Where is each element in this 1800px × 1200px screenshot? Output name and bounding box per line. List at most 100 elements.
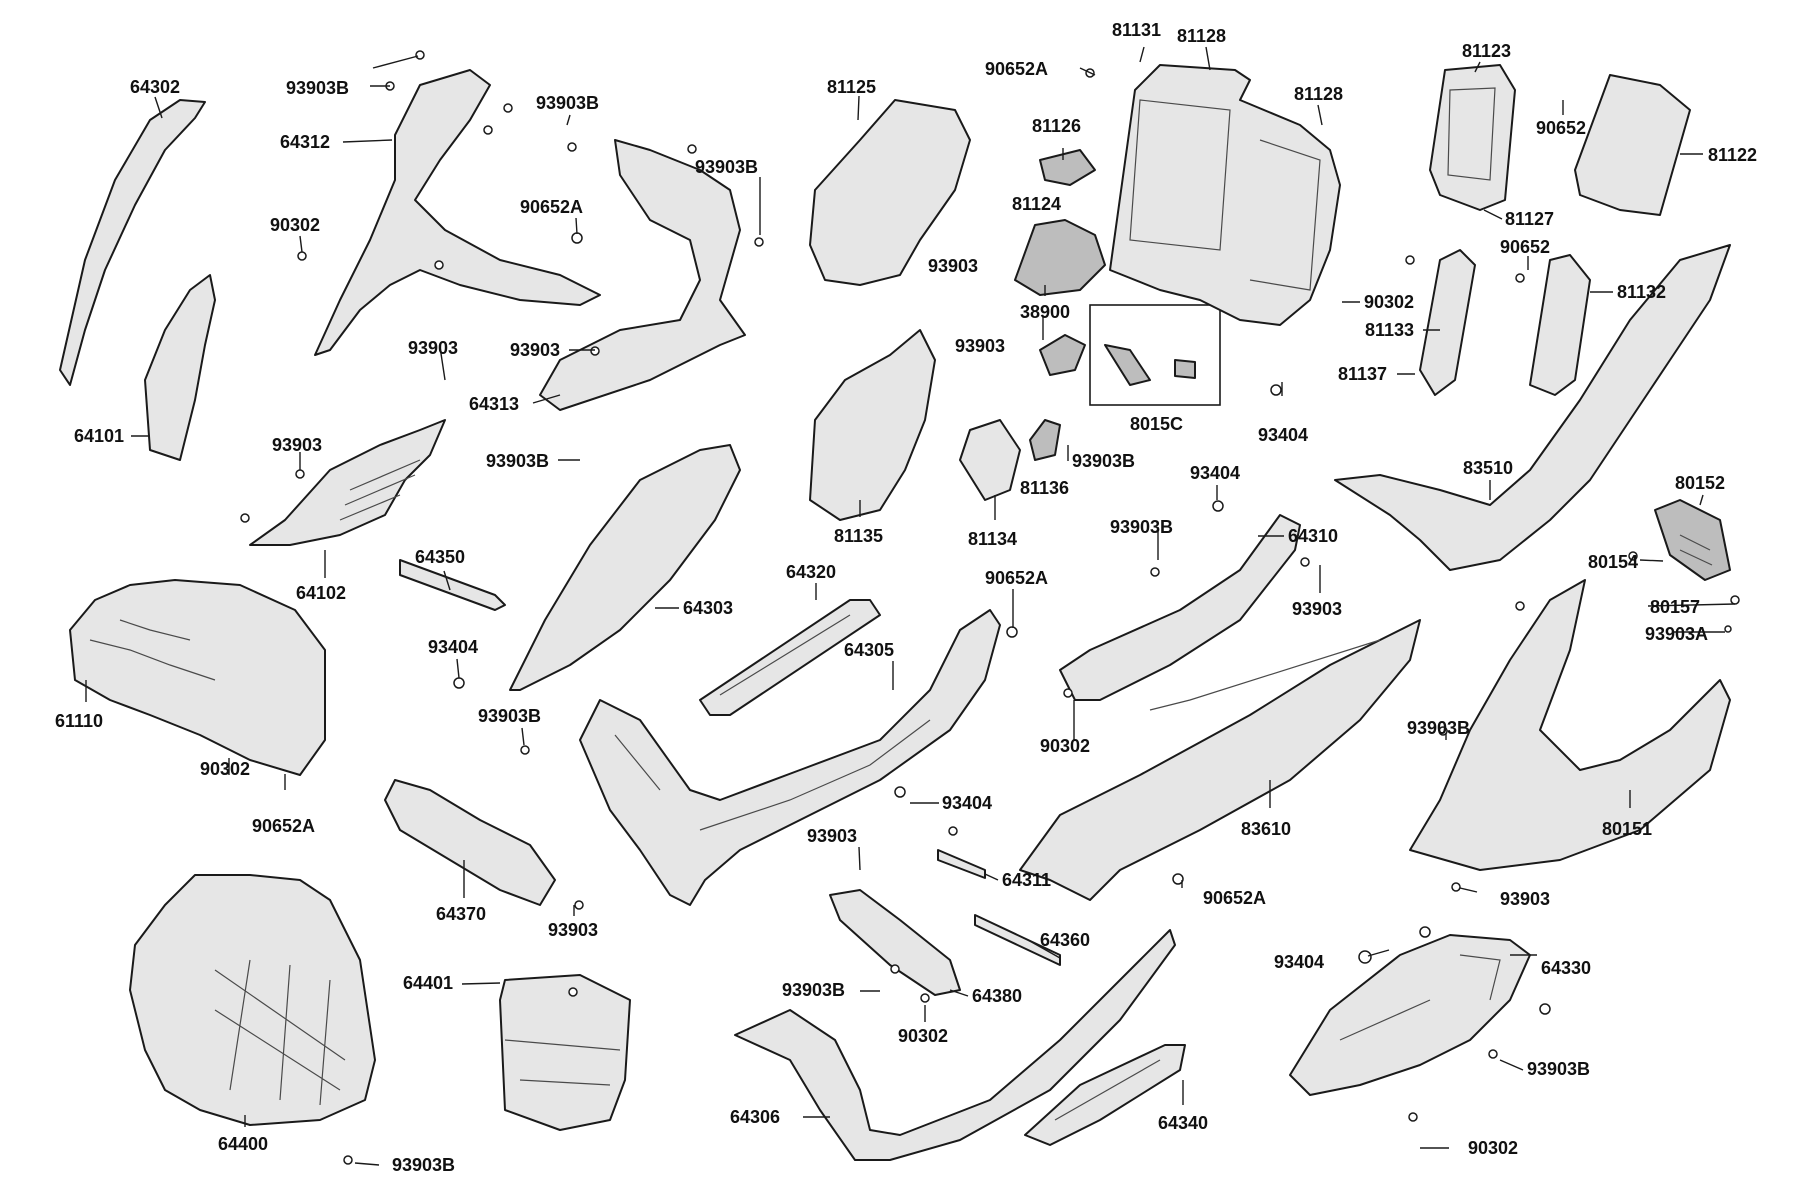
fastener <box>1724 625 1732 633</box>
part-label-93903[interactable]: 93903 <box>408 338 458 358</box>
part-label-64370[interactable]: 64370 <box>436 904 486 924</box>
fastener <box>568 987 578 997</box>
part-label-64380[interactable]: 64380 <box>972 986 1022 1006</box>
part-label-90652A[interactable]: 90652A <box>252 816 315 836</box>
part-label-93404[interactable]: 93404 <box>428 637 478 657</box>
part-label-81137[interactable]: 81137 <box>1338 364 1387 384</box>
part-label-93903[interactable]: 93903 <box>1500 889 1550 909</box>
fastener <box>574 900 584 910</box>
part-label-64306[interactable]: 64306 <box>730 1107 780 1127</box>
leader-line <box>575 217 578 235</box>
part-label-81132[interactable]: 81132 <box>1617 282 1666 302</box>
part-label-90652[interactable]: 90652 <box>1536 118 1586 138</box>
part-label-81127[interactable]: 81127 <box>1505 209 1554 229</box>
leader-line <box>1079 67 1096 76</box>
part-label-64400[interactable]: 64400 <box>218 1134 268 1154</box>
leader-line <box>1699 494 1704 506</box>
part-label-64311[interactable]: 64311 <box>1002 870 1051 890</box>
leader-line <box>1483 209 1503 220</box>
part-label-64350[interactable]: 64350 <box>415 547 465 567</box>
part-label-64360[interactable]: 64360 <box>1040 930 1090 950</box>
part-label-90652A[interactable]: 90652A <box>985 568 1048 588</box>
part-label-93404[interactable]: 93404 <box>1258 425 1308 445</box>
part-label-81131[interactable]: 81131 <box>1112 20 1161 40</box>
part-label-93903B[interactable]: 93903B <box>486 451 549 471</box>
part-label-64313[interactable]: 64313 <box>469 394 519 414</box>
part-label-38900[interactable]: 38900 <box>1020 302 1070 322</box>
part-label-93404[interactable]: 93404 <box>1190 463 1240 483</box>
part-label-93903B[interactable]: 93903B <box>782 980 845 1000</box>
part-label-93903B[interactable]: 93903B <box>1527 1059 1590 1079</box>
fastener <box>1515 601 1525 611</box>
part-label-93903[interactable]: 93903 <box>955 336 1005 356</box>
part-label-93903B[interactable]: 93903B <box>536 93 599 113</box>
part-label-93903[interactable]: 93903 <box>272 435 322 455</box>
fastener <box>1730 595 1740 605</box>
part-label-64401[interactable]: 64401 <box>403 973 453 993</box>
part-label-93903A[interactable]: 93903A <box>1645 624 1708 644</box>
part-label-81133[interactable]: 81133 <box>1365 320 1414 340</box>
part-label-64312[interactable]: 64312 <box>280 132 330 152</box>
part-label-93903[interactable]: 93903 <box>510 340 560 360</box>
part-label-93404[interactable]: 93404 <box>942 793 992 813</box>
part-label-90652A[interactable]: 90652A <box>520 197 583 217</box>
part-label-90652A[interactable]: 90652A <box>1203 888 1266 908</box>
part-label-93903[interactable]: 93903 <box>928 256 978 276</box>
fastener <box>1063 688 1073 698</box>
part-label-93903[interactable]: 93903 <box>1292 599 1342 619</box>
part-label-83610[interactable]: 83610 <box>1241 819 1291 839</box>
part-label-81124[interactable]: 81124 <box>1012 194 1061 214</box>
part-label-64305[interactable]: 64305 <box>844 640 894 660</box>
part-label-64320[interactable]: 64320 <box>786 562 836 582</box>
part-label-64102[interactable]: 64102 <box>296 583 346 603</box>
part-label-93903B[interactable]: 93903B <box>1407 718 1470 738</box>
part-label-90302[interactable]: 90302 <box>270 215 320 235</box>
part-label-81128[interactable]: 81128 <box>1177 26 1226 46</box>
part-label-64310[interactable]: 64310 <box>1288 526 1338 546</box>
part-label-83510[interactable]: 83510 <box>1463 458 1513 478</box>
fastener <box>1488 1049 1498 1059</box>
part-label-93903B[interactable]: 93903B <box>286 78 349 98</box>
part-label-81122[interactable]: 81122 <box>1708 145 1757 165</box>
part-labels: 64302 93903B 64312 93903B 81125 81131 81… <box>55 20 1757 1175</box>
part-label-93404[interactable]: 93404 <box>1274 952 1324 972</box>
fastener <box>1438 726 1448 736</box>
part-label-90302[interactable]: 90302 <box>898 1026 948 1046</box>
part-label-81135[interactable]: 81135 <box>834 526 883 546</box>
part-label-80151[interactable]: 80151 <box>1602 819 1652 839</box>
part-label-90302[interactable]: 90302 <box>1468 1138 1518 1158</box>
part-label-81128[interactable]: 81128 <box>1294 84 1343 104</box>
part-label-8015C[interactable]: 8015C <box>1130 414 1183 434</box>
part-label-64330[interactable]: 64330 <box>1541 958 1591 978</box>
part-label-93903[interactable]: 93903 <box>807 826 857 846</box>
part-label-81125[interactable]: 81125 <box>827 77 876 97</box>
part-label-93903B[interactable]: 93903B <box>478 706 541 726</box>
part-label-93903B[interactable]: 93903B <box>392 1155 455 1175</box>
part-label-81123[interactable]: 81123 <box>1462 41 1511 61</box>
part-label-64302[interactable]: 64302 <box>130 77 180 97</box>
part-label-81136[interactable]: 81136 <box>1020 478 1069 498</box>
part-label-81134[interactable]: 81134 <box>968 529 1017 549</box>
part-label-64303[interactable]: 64303 <box>683 598 733 618</box>
part-label-93903[interactable]: 93903 <box>548 920 598 940</box>
part-label-64101[interactable]: 64101 <box>74 426 124 446</box>
part-label-90652A[interactable]: 90652A <box>985 59 1048 79</box>
part-label-93903B[interactable]: 93903B <box>1110 517 1173 537</box>
part-label-90302[interactable]: 90302 <box>1040 736 1090 756</box>
part-label-61110[interactable]: 61110 <box>55 711 103 731</box>
part-label-81126[interactable]: 81126 <box>1032 116 1081 136</box>
part-label-80157[interactable]: 80157 <box>1650 597 1700 617</box>
part-label-90652[interactable]: 90652 <box>1500 237 1550 257</box>
fastener <box>1212 500 1224 512</box>
part-label-80152[interactable]: 80152 <box>1675 473 1725 493</box>
part-label-80154[interactable]: 80154 <box>1588 552 1638 572</box>
part-label-90302[interactable]: 90302 <box>1364 292 1414 312</box>
leader-line <box>857 95 860 121</box>
part-label-64340[interactable]: 64340 <box>1158 1113 1208 1133</box>
part-64400 <box>129 874 376 1126</box>
part-80151 <box>1409 579 1731 871</box>
part-label-90302[interactable]: 90302 <box>200 759 250 779</box>
part-label-93903B[interactable]: 93903B <box>695 157 758 177</box>
fastener <box>1006 626 1018 638</box>
part-label-93903B[interactable]: 93903B <box>1072 451 1135 471</box>
